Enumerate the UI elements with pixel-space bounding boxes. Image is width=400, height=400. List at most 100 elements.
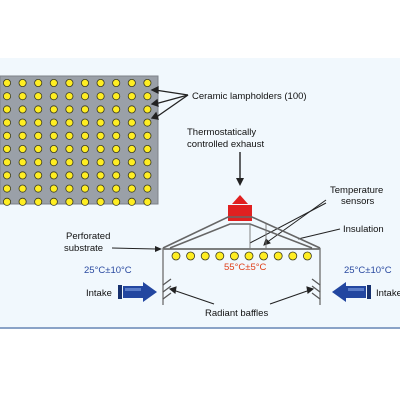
lampholder-dot	[34, 184, 43, 193]
lampholder-dot	[143, 158, 152, 167]
lampholder-dot	[3, 131, 11, 140]
perforated-label-line1: Perforated	[66, 231, 110, 242]
lampholder-dot	[127, 158, 136, 167]
temp-sensors-label-line2: sensors	[341, 196, 375, 207]
left-intake-arrow	[118, 282, 157, 302]
right-intake-arrow	[332, 282, 371, 302]
lampholder-dot	[3, 105, 11, 114]
lampholder-dot	[18, 79, 27, 88]
lampholder-dot	[34, 79, 43, 88]
left-temp-label: 25°C±10°C	[84, 265, 132, 276]
perforated-label-line2: substrate	[64, 243, 103, 254]
lampholder-dot	[81, 171, 90, 180]
lamp-row-dot	[244, 251, 254, 261]
lampholder-dot	[143, 92, 152, 101]
lampholder-dot	[65, 171, 74, 180]
lampholder-dot	[81, 118, 90, 127]
lampholder-dot	[143, 184, 152, 193]
lampholder-dot	[3, 79, 11, 88]
lampholder-dot	[34, 131, 43, 140]
lampholder-dot	[49, 184, 58, 193]
lampholder-dot	[127, 92, 136, 101]
lampholder-dot	[81, 184, 90, 193]
lampholder-dot	[49, 171, 58, 180]
lampholder-dot	[34, 118, 43, 127]
lampholder-dot	[112, 79, 121, 88]
lampholder-dot	[65, 105, 74, 114]
lampholder-dot	[127, 171, 136, 180]
lampholder-dot	[96, 158, 105, 167]
right-intake-label: Intake	[376, 288, 400, 299]
lampholder-dot	[96, 144, 105, 153]
lampholder-dot	[18, 144, 27, 153]
lampholder-dot	[127, 131, 136, 140]
lampholder-dot	[96, 105, 105, 114]
lampholder-dot	[18, 131, 27, 140]
exhaust-label-line1: Thermostatically	[187, 127, 256, 138]
exhaust-pointer	[236, 152, 244, 186]
insulation-pointer	[297, 228, 341, 240]
radiant-baffles-pointers	[168, 286, 315, 305]
lamp-row-dot	[302, 251, 312, 261]
lampholder-dot	[65, 184, 74, 193]
perforated-pointer	[111, 246, 162, 252]
lamp-grid	[3, 79, 152, 206]
lampholder-dot	[49, 92, 58, 101]
lamp-row-dot	[171, 251, 181, 261]
lampholder-dot	[81, 79, 90, 88]
lampholder-dot	[81, 197, 90, 206]
sensor-wires	[249, 224, 267, 249]
lampholder-dot	[96, 92, 105, 101]
enclosure-walls	[162, 248, 321, 305]
lampholder-dot	[49, 144, 58, 153]
lampholder-dot	[18, 197, 27, 206]
lampholder-dot	[65, 79, 74, 88]
lampholder-dot	[3, 158, 11, 167]
lampholder-dot	[3, 92, 11, 101]
lampholder-dot	[112, 105, 121, 114]
lamp-row-dot	[200, 251, 210, 261]
lampholder-dot	[3, 118, 11, 127]
lampholder-dot	[18, 92, 27, 101]
lampholder-dot	[18, 171, 27, 180]
lampholder-dot	[143, 105, 152, 114]
lampholder-dot	[65, 197, 74, 206]
lamp-row-dot	[186, 251, 196, 261]
lampholder-dot	[65, 144, 74, 153]
exhaust-label-line2: controlled exhaust	[187, 139, 264, 150]
lampholders-label: Ceramic lampholders (100)	[192, 91, 307, 102]
lampholder-dot	[49, 105, 58, 114]
lamp-row-dot	[259, 251, 269, 261]
lampholder-dot	[96, 131, 105, 140]
lampholder-dot	[143, 144, 152, 153]
lampholder-dot	[34, 105, 43, 114]
lampholder-dot	[49, 197, 58, 206]
radiant-baffles	[162, 278, 321, 300]
radiant-baffles-label: Radiant baffles	[205, 308, 268, 319]
lampholder-dot	[34, 92, 43, 101]
lampholder-dot	[112, 144, 121, 153]
left-intake-label: Intake	[86, 288, 112, 299]
lampholder-dot	[112, 171, 121, 180]
lampholder-dot	[96, 184, 105, 193]
lampholder-dot	[127, 105, 136, 114]
lampholder-dot	[81, 105, 90, 114]
enclosure-roof	[162, 216, 321, 249]
right-temp-label: 25°C±10°C	[344, 265, 392, 276]
lampholder-dot	[18, 118, 27, 127]
lampholder-dot	[143, 79, 152, 88]
lampholder-dot	[143, 118, 152, 127]
lampholder-dot	[34, 171, 43, 180]
lampholder-dot	[18, 105, 27, 114]
lampholder-dot	[18, 184, 27, 193]
lampholder-dot	[3, 144, 11, 153]
temp-sensors-label-line1: Temperature	[330, 185, 383, 196]
lampholder-dot	[96, 171, 105, 180]
lampholder-dot	[143, 131, 152, 140]
lampholder-dot	[127, 184, 136, 193]
lampholder-dot	[34, 197, 43, 206]
lampholder-dot	[81, 131, 90, 140]
lampholder-dot	[3, 197, 11, 206]
lampholder-dot	[112, 197, 121, 206]
